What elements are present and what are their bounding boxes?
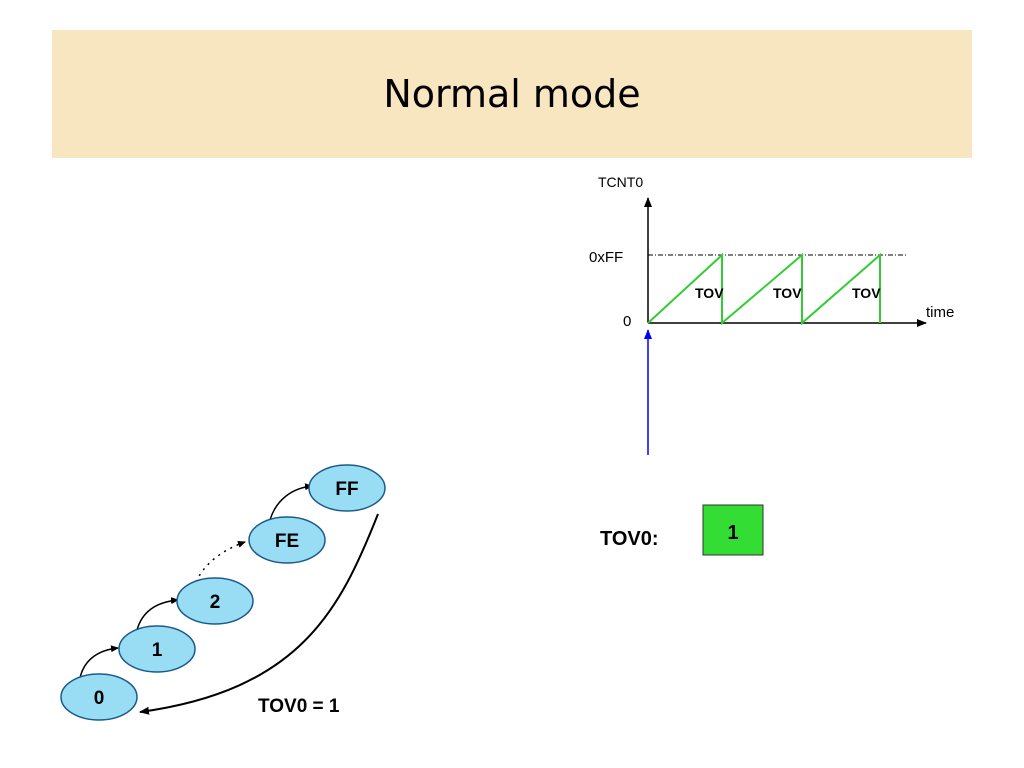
transition-fe-ff — [269, 483, 313, 521]
state-0-label: 0 — [94, 688, 105, 709]
state-ff-label: FF — [335, 479, 358, 500]
state-2-ellipse — [176, 577, 254, 625]
y-max-label: 0xFF — [589, 249, 623, 266]
y-zero-label: 0 — [623, 313, 631, 330]
state-0: 0 — [60, 673, 138, 721]
state-2: 2 — [176, 577, 254, 625]
overflow-label-2: TOV — [773, 285, 802, 301]
flag-label: TOV0: — [600, 528, 659, 550]
state-0-ellipse — [60, 673, 138, 721]
y-axis-label: TCNT0 — [598, 174, 643, 190]
state-ff: FF — [308, 464, 386, 512]
transition-ff-0-wrap — [139, 513, 379, 715]
state-1: 1 — [118, 625, 196, 673]
state-fe: FE — [248, 516, 326, 564]
overflow-label-1: TOV — [695, 285, 724, 301]
state-fe-label: FE — [275, 531, 299, 552]
state-fe-ellipse — [248, 516, 326, 564]
timing-chart: TCNT0 time 0xFF 0 TOV TOV TOV — [589, 174, 954, 455]
state-ff-ellipse — [308, 464, 386, 512]
state-diagram: 0 1 2 FE FF TOV0 = 1 — [60, 464, 386, 721]
state-1-label: 1 — [152, 640, 163, 661]
transition-0-1 — [79, 645, 119, 679]
x-axis-label: time — [926, 304, 954, 321]
transition-1-2 — [136, 597, 179, 631]
transition-2-fe — [195, 540, 246, 583]
state-2-label: 2 — [210, 592, 221, 613]
flag-box — [702, 504, 764, 556]
title-band: Normal mode — [52, 30, 972, 158]
state-1-ellipse — [118, 625, 196, 673]
flag-display: TOV0: 1 — [600, 504, 764, 556]
counter-ramp — [647, 252, 881, 326]
wrap-label: TOV0 = 1 — [258, 696, 340, 717]
page-title: Normal mode — [383, 72, 641, 116]
flag-value: 1 — [727, 522, 738, 544]
overflow-label-3: TOV — [852, 285, 881, 301]
